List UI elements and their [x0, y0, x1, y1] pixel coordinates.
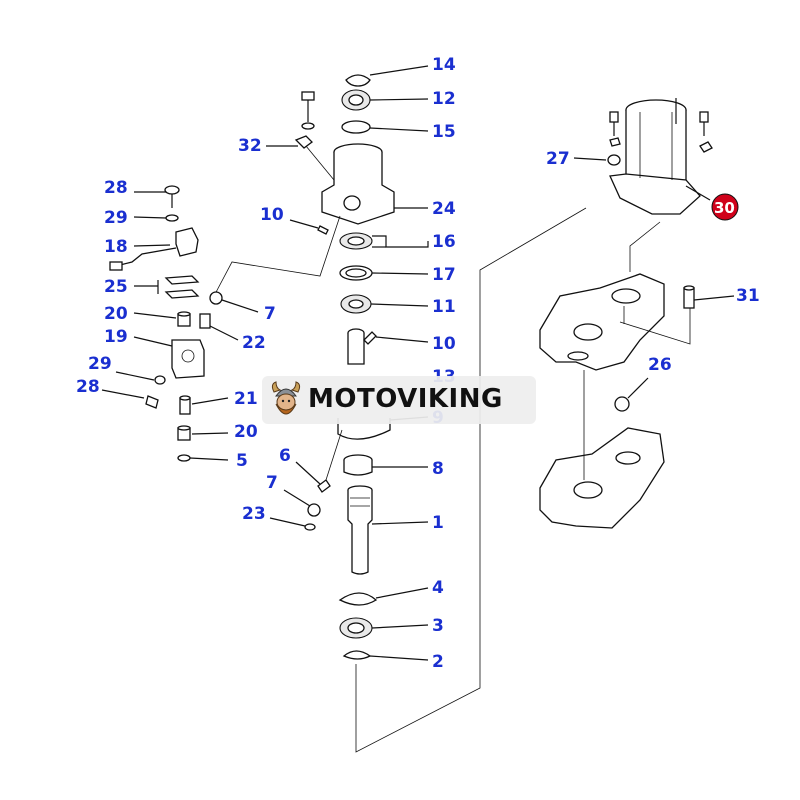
label-20: 20	[104, 304, 128, 324]
label-8: 8	[432, 459, 444, 479]
part-27-plug	[573, 154, 621, 166]
label-27: 27	[546, 149, 570, 169]
part-14-snap-ring	[345, 65, 429, 87]
part-2-snap-ring	[342, 650, 429, 661]
part-4-snap-ring	[338, 587, 429, 606]
motor-bolts	[609, 111, 713, 153]
part-23-washer	[269, 517, 316, 531]
label-15: 15	[432, 122, 456, 142]
part-12-bearing	[341, 89, 429, 111]
label-31: 31	[736, 286, 760, 306]
part-20-bushing-upper	[133, 311, 191, 327]
label-24: 24	[432, 199, 456, 219]
part-10-shaft	[347, 328, 429, 365]
label-20: 20	[234, 422, 258, 442]
gear-case-lower	[539, 370, 665, 529]
label-12: 12	[432, 89, 456, 109]
part-16-seal	[339, 232, 429, 250]
label-28: 28	[76, 377, 100, 397]
label-11: 11	[432, 297, 456, 317]
part-1-shaft	[347, 485, 429, 575]
part-22-bolt	[199, 313, 239, 341]
part-21-pin	[179, 395, 229, 415]
label-17: 17	[432, 265, 456, 285]
part-29-washer-upper	[133, 214, 179, 222]
label-7: 7	[266, 473, 278, 493]
part-19-block	[133, 336, 205, 379]
label-28: 28	[104, 178, 128, 198]
label-5: 5	[236, 451, 248, 471]
part-labels: 14 12 15 32 24 10 16 17 7 11 10 13 9 8 1…	[76, 55, 760, 672]
label-7: 7	[264, 304, 276, 324]
label-1: 1	[432, 513, 444, 533]
part-28-screw-upper	[134, 185, 180, 208]
part-6-bolt	[295, 429, 343, 493]
label-16: 16	[432, 232, 456, 252]
part-32-bracket	[266, 135, 313, 149]
highlight-badge-30	[711, 193, 739, 221]
label-3: 3	[432, 616, 444, 636]
label-30: 30	[714, 199, 735, 217]
label-19: 19	[104, 327, 128, 347]
part-11-bearing	[340, 294, 429, 314]
part-25-links	[134, 275, 200, 299]
label-26: 26	[648, 355, 672, 375]
brand-name: MOTOVIKING	[308, 384, 503, 414]
label-32: 32	[238, 136, 262, 156]
label-22: 22	[242, 333, 266, 353]
part-24-housing	[305, 143, 428, 225]
part-3-bearing	[339, 617, 429, 639]
part-31-sensor	[683, 285, 735, 309]
label-2: 2	[432, 652, 444, 672]
label-6: 6	[279, 446, 291, 466]
brand-watermark: MOTOVIKING	[262, 376, 536, 424]
part-15-snap-ring	[341, 120, 429, 134]
part-30-motor	[609, 98, 711, 215]
gear-case-upper	[539, 221, 691, 371]
part-26-nut	[614, 377, 649, 412]
part-7-nut-lower	[283, 489, 321, 517]
label-18: 18	[104, 237, 128, 257]
bolt-top	[301, 91, 315, 130]
part-5-ring	[177, 454, 229, 462]
assembly-lines	[355, 207, 587, 753]
label-10: 10	[260, 205, 284, 225]
label-4: 4	[432, 578, 444, 598]
part-29-washer-lower	[115, 371, 166, 385]
part-10-pin-upper	[289, 219, 329, 235]
label-21: 21	[234, 389, 258, 409]
viking-head-icon	[271, 381, 301, 415]
part-17-ring	[339, 265, 429, 281]
part-18-lever	[109, 227, 199, 271]
label-23: 23	[242, 504, 266, 524]
part-20-bushing-lower	[177, 425, 229, 441]
label-10: 10	[432, 334, 456, 354]
label-25: 25	[104, 277, 128, 297]
label-29: 29	[104, 208, 128, 228]
label-14: 14	[432, 55, 456, 75]
part-8-collar	[343, 454, 428, 476]
part-7-nut-upper	[209, 215, 341, 313]
part-28-screw-lower	[101, 389, 159, 409]
label-29: 29	[88, 354, 112, 374]
